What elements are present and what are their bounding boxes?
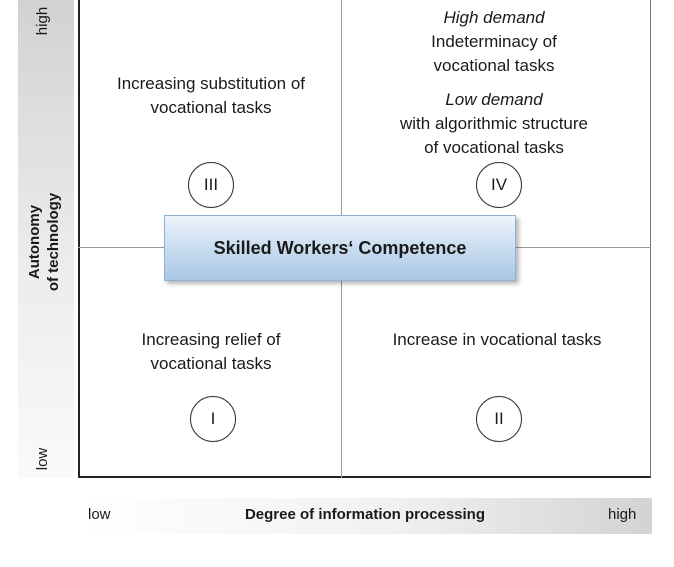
quadrant-1-text: Increasing relief of vocational tasks	[80, 328, 342, 376]
quadrant-3-text: Increasing substitution of vocational ta…	[80, 72, 342, 120]
quadrant-4-low-line1: with algorithmic structure	[399, 114, 588, 133]
quadrant-3-line2: vocational tasks	[150, 98, 272, 117]
quadrant-1-line1: Increasing relief of	[141, 330, 281, 349]
quadrant-3-line1: Increasing substitution of	[116, 74, 306, 93]
y-axis-title-line2: of technology	[45, 192, 62, 292]
x-axis-high-label: high	[608, 506, 637, 523]
quadrant-2-text: Increase in vocational tasks	[344, 328, 650, 352]
quadrant-4-high-line2: vocational tasks	[433, 56, 555, 75]
y-axis-title: Autonomy of technology	[25, 162, 65, 322]
quadrant-2-line1: Increase in vocational tasks	[392, 330, 602, 349]
quadrant-4-low-line2: of vocational tasks	[424, 138, 564, 157]
x-axis-low-label: low	[88, 506, 111, 523]
center-competence-box: Skilled Workers‘ Competence	[164, 215, 516, 281]
quadrant-2-numeral: II	[476, 396, 522, 442]
quadrant-1-numeral: I	[190, 396, 236, 442]
y-axis-low-label: low	[34, 447, 51, 471]
center-competence-label: Skilled Workers‘ Competence	[213, 237, 467, 258]
quadrant-4-low-demand-label: Low demand	[445, 90, 543, 109]
quadrant-4-high-demand-label: High demand	[443, 8, 545, 27]
x-axis-band	[80, 498, 652, 534]
y-axis-title-line1: Autonomy	[26, 204, 43, 280]
y-axis-high-label: high	[34, 6, 51, 36]
quadrant-1-line2: vocational tasks	[150, 354, 272, 373]
quadrant-4-numeral: IV	[476, 162, 522, 208]
quadrant-4-low-demand-text: Low demand with algorithmic structure of…	[344, 88, 644, 160]
x-axis-title: Degree of information processing	[244, 506, 486, 523]
y-axis-band	[18, 0, 74, 478]
quadrant-3-numeral: III	[188, 162, 234, 208]
quadrant-4-high-demand-text: High demand Indeterminacy of vocational …	[344, 6, 644, 78]
quadrant-4-high-line1: Indeterminacy of	[431, 32, 557, 51]
quadrant-frame	[78, 0, 651, 478]
